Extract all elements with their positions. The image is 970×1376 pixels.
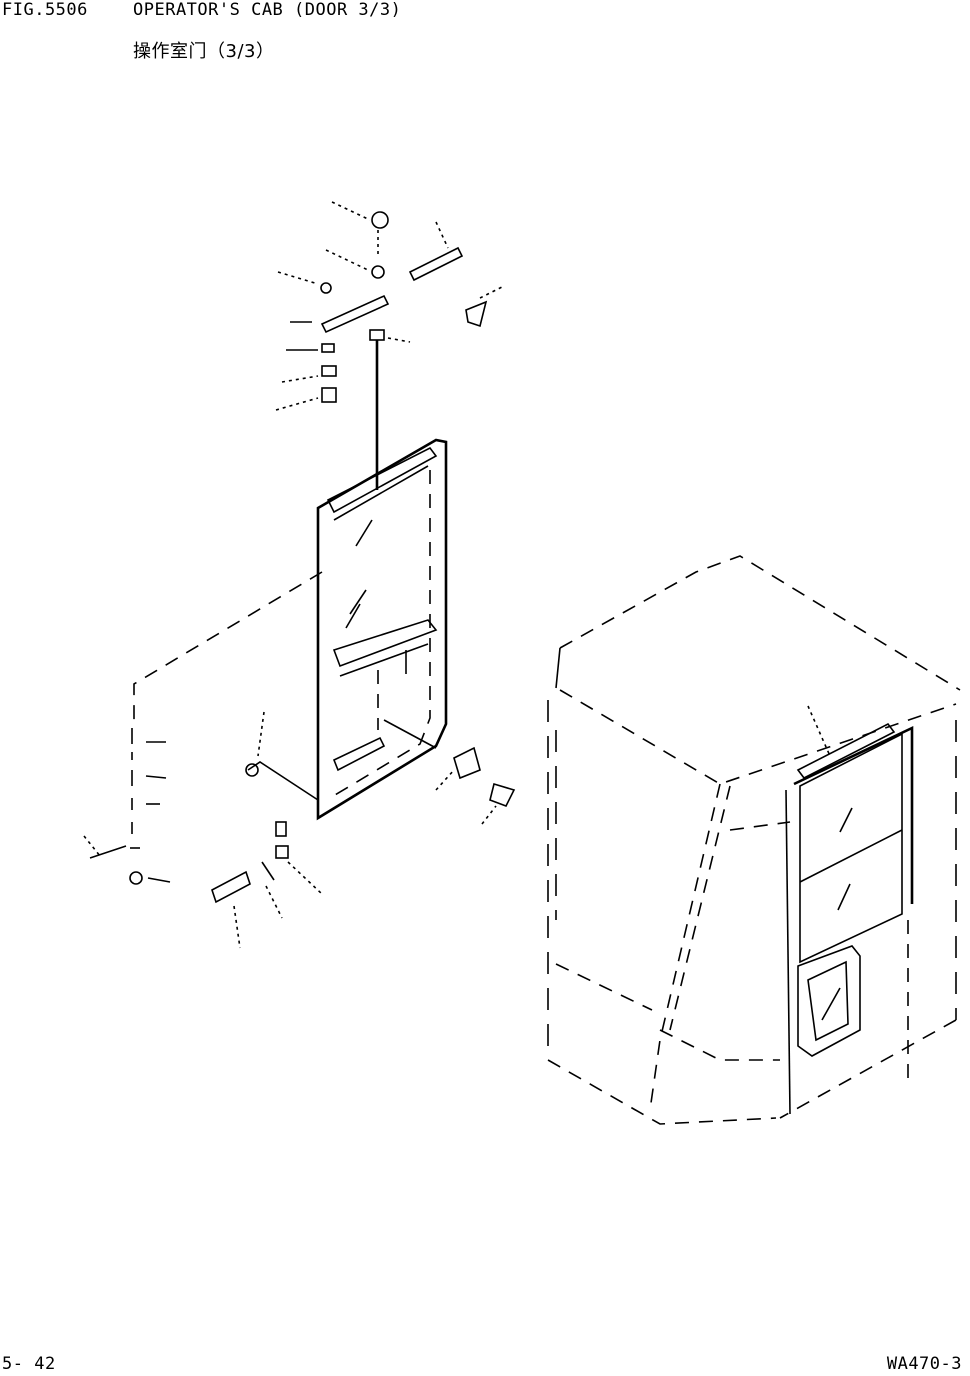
model-code: WA470-3 [886,1354,962,1374]
door-panel [245,438,516,825]
cab-body [547,555,961,1125]
figure-number: FIG.5506 [2,0,88,20]
upper-exploded-parts [275,201,505,490]
page-number: 5- 42 [2,1354,56,1374]
leader-line [133,571,323,720]
figure-title-chinese: 操作室门（3/3） [133,41,275,62]
lower-exploded-parts [83,728,323,949]
figure-title-english: OPERATOR'S CAB (DOOR 3/3) [133,0,402,20]
